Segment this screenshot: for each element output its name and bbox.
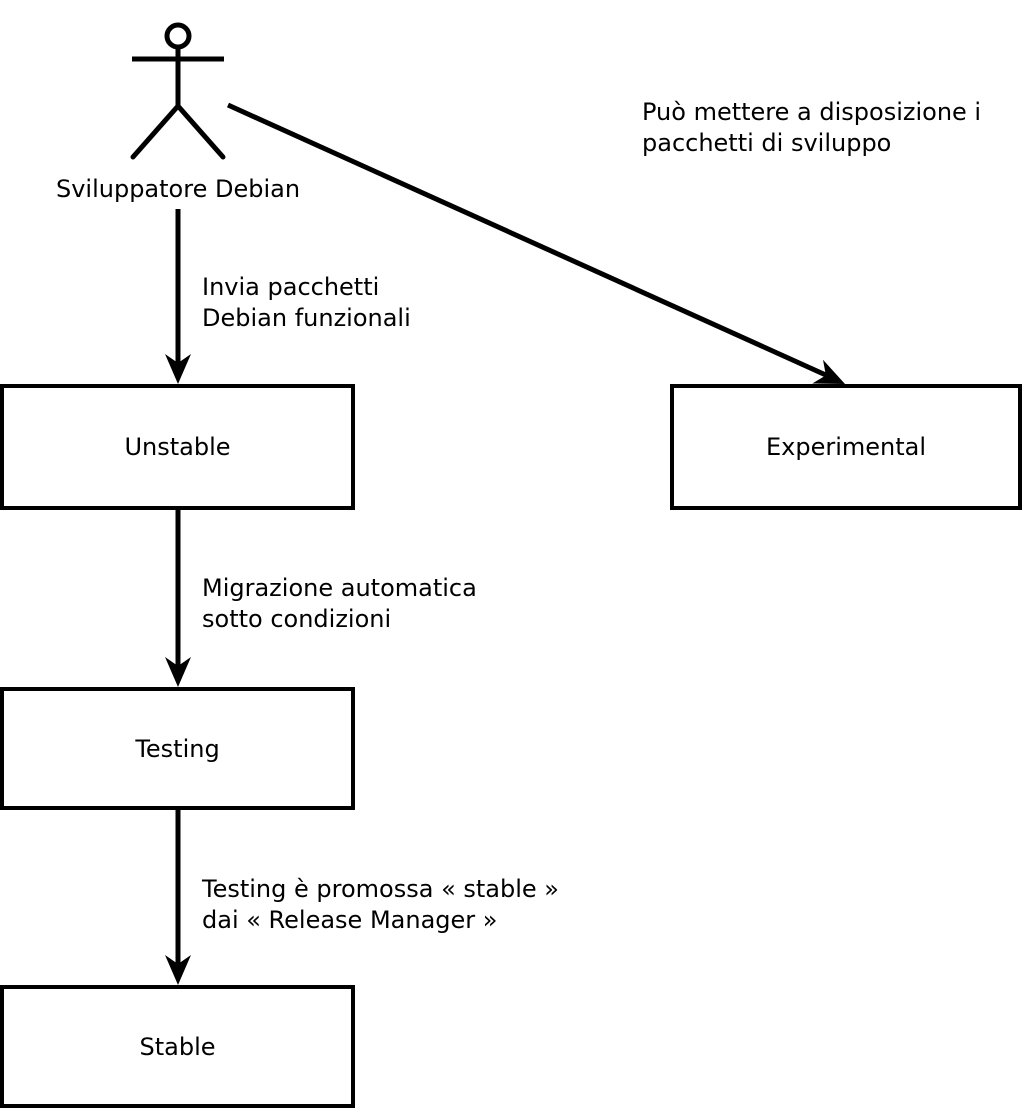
annotation-promotion-note: Testing è promossa « stable » dai « Rele… xyxy=(202,874,559,936)
actor-head xyxy=(164,22,192,50)
annotation-experimental-note-line2: pacchetti di sviluppo xyxy=(642,129,892,157)
arrow-experimental xyxy=(226,102,845,384)
actor-label: Sviluppatore Debian xyxy=(55,175,301,203)
arrow-experimental-head xyxy=(812,359,845,384)
annotation-migration-note-line1: Migrazione automatica xyxy=(202,574,477,602)
box-testing: Testing xyxy=(0,687,355,810)
box-experimental-label: Experimental xyxy=(765,433,927,461)
annotation-migration-note: Migrazione automatica sotto condizioni xyxy=(202,573,477,635)
arrow-upload xyxy=(165,209,191,384)
actor-leg-left xyxy=(130,103,181,160)
annotation-upload-note-line1: Invia pacchetti xyxy=(202,273,380,301)
annotation-promotion-note-line1: Testing è promossa « stable » xyxy=(202,875,559,903)
box-testing-label: Testing xyxy=(135,734,220,763)
actor-figure-icon xyxy=(130,22,226,160)
annotation-experimental-note-line1: Può mettere a disposizione i xyxy=(642,98,982,126)
annotation-migration-note-line2: sotto condizioni xyxy=(202,605,392,633)
box-experimental: Experimental xyxy=(670,384,1022,510)
arrow-promotion xyxy=(165,810,191,985)
annotation-promotion-note-line2: dai « Release Manager » xyxy=(202,906,498,934)
box-unstable: Unstable xyxy=(0,384,355,510)
annotation-upload-note-line2: Debian funzionali xyxy=(202,304,411,332)
box-stable: Stable xyxy=(0,985,355,1108)
actor-leg-right xyxy=(175,103,226,160)
arrow-experimental-line xyxy=(226,102,830,379)
arrow-migration xyxy=(165,510,191,687)
arrow-upload-head xyxy=(165,354,191,384)
annotation-experimental-note: Può mettere a disposizione i pacchetti d… xyxy=(642,97,981,159)
box-stable-label: Stable xyxy=(139,1032,216,1061)
arrow-migration-head xyxy=(165,657,191,687)
arrow-promotion-head xyxy=(165,955,191,985)
box-unstable-label: Unstable xyxy=(124,433,231,461)
annotation-upload-note: Invia pacchetti Debian funzionali xyxy=(202,272,411,334)
